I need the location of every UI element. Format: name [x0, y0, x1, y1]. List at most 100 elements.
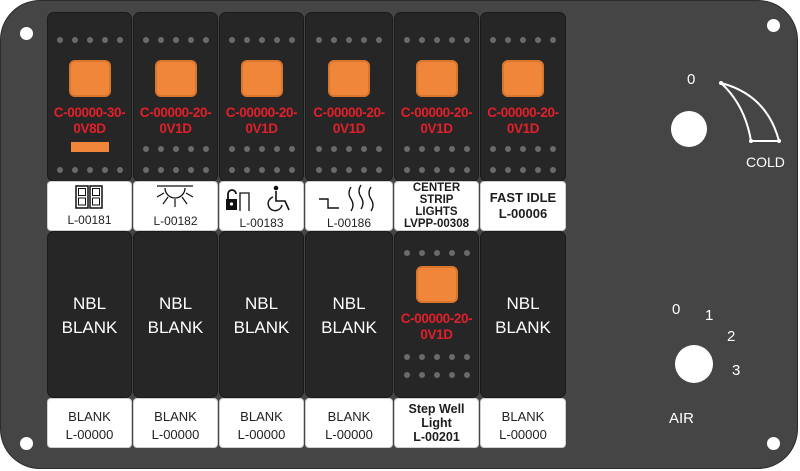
mounting-hole: [20, 27, 33, 40]
indicator-dots: [134, 37, 217, 43]
part-code: C-00000-20-: [400, 105, 473, 120]
indicator-dots: [134, 167, 217, 173]
label-code: L-00000: [499, 427, 547, 442]
indicator-dots: [481, 146, 565, 152]
part-code: 0V1D: [420, 327, 453, 342]
indicator-dots: [306, 146, 392, 152]
part-code: 0V1D: [245, 121, 278, 136]
air-knob[interactable]: [675, 345, 713, 383]
legend-label: L-00182: [134, 182, 217, 230]
legend-label: L-00186: [306, 182, 392, 230]
indicator-dots: [481, 37, 565, 43]
blank-switch-6[interactable]: NBL BLANK: [481, 232, 565, 397]
rocker-switch-5[interactable]: C-00000-20- 0V1D: [395, 13, 478, 181]
label-code: L-00201: [413, 430, 460, 444]
part-code: 0V1D: [420, 121, 453, 136]
mounting-hole: [20, 437, 33, 450]
lamp-icon: [416, 60, 458, 97]
air-label: AIR: [669, 410, 695, 427]
mounting-hole: [767, 437, 780, 450]
blank-line: NBL: [244, 294, 279, 313]
double-door-icon: [75, 185, 103, 209]
label-line: CENTER: [412, 182, 461, 194]
blank-line: BLANK: [233, 318, 290, 337]
cold-label: COLD: [746, 154, 785, 170]
label-code: L-00000: [65, 427, 114, 442]
blank-switch-2[interactable]: NBL BLANK: [134, 232, 217, 397]
label-line: BLANK: [240, 409, 283, 424]
label-line: FAST IDLE: [489, 190, 557, 205]
indicator-dots: [395, 167, 478, 173]
indicator-dots: [395, 354, 478, 360]
blank-line: BLANK: [61, 318, 118, 337]
air-position-1: 1: [705, 307, 714, 324]
label-code: L-00182: [153, 214, 198, 228]
label-line: BLANK: [154, 409, 197, 424]
indicator-dots: [481, 167, 565, 173]
legend-label: BLANK L-00000: [306, 399, 392, 447]
indicator-dots: [395, 146, 478, 152]
temperature-knob[interactable]: [671, 111, 707, 147]
part-code: 0V1D: [159, 121, 192, 136]
label-line: Step Well: [408, 402, 465, 416]
lamp-icon: [155, 60, 197, 97]
part-code: 0V1D: [332, 121, 366, 136]
rocker-switch-step-well[interactable]: C-00000-20- 0V1D: [395, 232, 478, 397]
lamp-icon: [69, 60, 111, 97]
indicator-dots: [134, 146, 217, 152]
label-code: L-00183: [239, 216, 284, 230]
indicator-dots: [220, 37, 303, 43]
lamp-icon: [241, 60, 283, 97]
lamp-icon: [328, 60, 370, 97]
blank-switch-3[interactable]: NBL BLANK: [220, 232, 303, 397]
part-code: C-00000-20-: [225, 105, 298, 120]
blank-line: NBL: [332, 294, 366, 313]
indicator-dots: [48, 167, 131, 173]
label-line: BLANK: [68, 409, 111, 424]
mounting-hole: [767, 19, 780, 32]
label-code: L-00000: [151, 427, 200, 442]
indicator-dots: [306, 167, 392, 173]
indicator-dots: [220, 146, 303, 152]
indicator-dots: [220, 167, 303, 173]
legend-label: BLANK L-00000: [134, 399, 217, 447]
part-code: 0V1D: [506, 121, 540, 136]
label-code: L-00000: [237, 427, 286, 442]
indicator-dots: [306, 37, 392, 43]
rocker-switch-3[interactable]: C-00000-20- 0V1D: [220, 13, 303, 181]
label-line: BLANK: [501, 409, 545, 424]
label-code: L-00006: [498, 206, 548, 221]
legend-label: Step Well Light L-00201: [395, 399, 478, 447]
indicator-dots: [395, 37, 478, 43]
sun-light-icon: [156, 185, 194, 207]
air-position-0: 0: [672, 301, 681, 318]
label-code: L-00181: [67, 213, 112, 227]
legend-label: FAST IDLE L-00006: [481, 182, 565, 230]
lamp-icon: [416, 266, 458, 303]
blank-switch-1[interactable]: NBL BLANK: [48, 232, 131, 397]
label-line: STRIP: [419, 194, 454, 206]
legend-label: BLANK L-00000: [481, 399, 565, 447]
indicator-dots: [395, 250, 478, 256]
indicator-dots: [395, 372, 478, 378]
rocker-switch-2[interactable]: C-00000-20- 0V1D: [134, 13, 217, 181]
part-code: C-00000-20-: [400, 311, 473, 326]
part-code: C-00000-20-: [487, 105, 559, 120]
legend-label: L-00183: [220, 182, 303, 230]
blank-line: NBL: [158, 294, 193, 313]
label-line: Light: [421, 416, 452, 430]
rocker-switch-4[interactable]: C-00000-20- 0V1D: [306, 13, 392, 181]
rocker-switch-6[interactable]: C-00000-20- 0V1D: [481, 13, 565, 181]
step-heat-icon: [319, 184, 374, 212]
part-code: 0V8D: [73, 121, 106, 136]
legend-label: BLANK L-00000: [220, 399, 303, 447]
rocker-switch-1[interactable]: C-00000-30- 0V8D: [48, 13, 131, 181]
legend-label: BLANK L-00000: [48, 399, 131, 447]
air-position-2: 2: [727, 328, 736, 345]
part-code: C-00000-20-: [313, 105, 385, 120]
part-code: C-00000-20-: [139, 105, 212, 120]
blank-switch-4[interactable]: NBL BLANK: [306, 232, 392, 397]
label-code: L-00000: [325, 427, 373, 442]
label-code: LVPP-00308: [404, 218, 469, 230]
